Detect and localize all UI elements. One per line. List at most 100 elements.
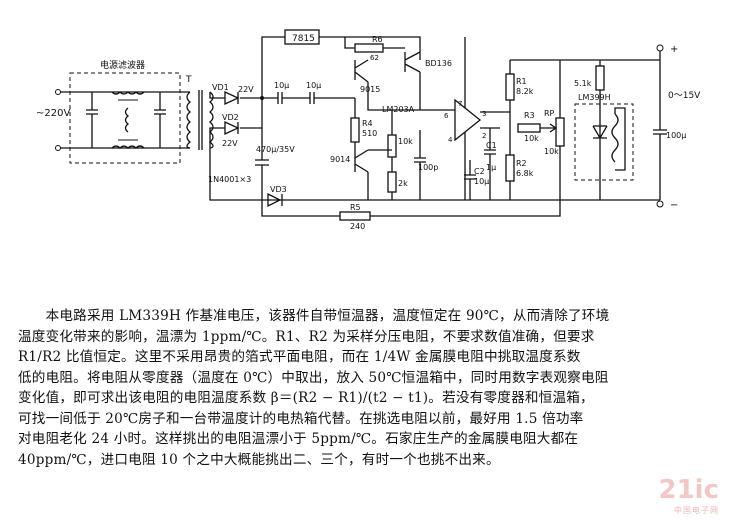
filter-label: 电源滤波器 <box>100 59 145 71</box>
r4-label: R4 <box>362 119 373 128</box>
pin3-label: 3 <box>482 110 486 118</box>
r6-value: 62 <box>370 54 379 62</box>
r2k-resistor <box>387 171 397 193</box>
filter-inductor-top <box>111 91 145 95</box>
watermark-main: 21ic <box>658 475 719 505</box>
c100u-label: 100μ <box>666 131 686 140</box>
q9014-transistor-icon <box>354 149 369 173</box>
r6-label: R6 <box>372 35 383 44</box>
rp-value: 10k <box>544 147 559 156</box>
output-range-label: 0～15V <box>668 91 701 101</box>
minus-label: − <box>670 200 678 211</box>
rp-label: RP <box>544 109 555 118</box>
filter-cap-1 <box>86 92 98 148</box>
q9015-transistor-icon <box>354 59 369 83</box>
filter-box <box>69 72 181 164</box>
r5-value: 240 <box>350 222 365 231</box>
v22a-label: 22V <box>238 85 254 94</box>
reg-label: 7815 <box>292 34 315 44</box>
watermark-sub: 中国电子网 <box>674 506 719 515</box>
c1-label: C1 <box>486 141 497 150</box>
c470-cap-icon <box>255 98 269 200</box>
c10b-label: 10μ <box>306 81 321 90</box>
lm399h-box <box>574 103 634 181</box>
c100p-label: 100p <box>418 163 438 172</box>
r1-value: 8.2k <box>516 87 534 96</box>
rp-potentiometer <box>555 117 565 147</box>
output-minus-terminal <box>656 200 664 208</box>
c100p-cap-icon <box>414 130 426 200</box>
filter-cap-2 <box>154 92 166 148</box>
r5-resistor <box>339 211 371 221</box>
r3-value: 10k <box>524 134 539 143</box>
text-line-6: 可找一间低于 20℃房子和一台带温度计的电热箱代替。在挑选电阻以前，最好用 1.… <box>18 410 584 427</box>
r1-resistor <box>505 73 515 101</box>
mains-terminal-bottom <box>55 145 61 151</box>
vd1-label: VD1 <box>212 83 229 92</box>
transformer-core <box>198 90 203 150</box>
diodes-label: 1N4001×3 <box>208 175 251 184</box>
bd136-label: BD136 <box>425 59 452 68</box>
r51-label: 5.1k <box>574 79 592 88</box>
mains-wires <box>60 91 190 149</box>
filter-core <box>118 99 138 141</box>
r2-label: R2 <box>516 159 527 168</box>
vd3-diode-icon <box>267 192 283 208</box>
transformer-label: T <box>185 75 192 85</box>
opamp-triangle-icon <box>454 98 482 142</box>
circuit-schematic: 电源滤波器 ~220V T VD1 22V VD2 22V 1N4001×3 4… <box>36 29 701 231</box>
vd1-diode-icon <box>224 90 240 106</box>
opamp-wires <box>464 37 510 200</box>
r6-wires <box>344 37 405 49</box>
r1-label: R1 <box>516 77 527 86</box>
q9014-label: 9014 <box>330 155 350 164</box>
rp-wiper-icon <box>540 123 558 133</box>
lm399-label: LM399H <box>578 93 611 102</box>
text-line-1: 本电路采用 LM339H 作基准电压，该器件自带恒温器，温度恒定在 90℃，从而… <box>18 308 610 324</box>
vd1-wire <box>209 92 262 99</box>
vd2-label: VD2 <box>222 113 239 122</box>
vd2-wire <box>209 127 262 150</box>
r2k-label: 2k <box>398 179 408 188</box>
pass-transistor-wires <box>367 72 455 111</box>
r51-resistor <box>595 65 605 91</box>
text-line-3: R1/R2 比值恒定。这里不采用昂贵的箔式平面电阻，而在 1/4W 金属膜电阻中… <box>18 349 581 365</box>
filter-choke-mid <box>124 107 130 133</box>
description-paragraph: 本电路采用 LM339H 作基准电压，该器件自带恒温器，温度恒定在 90℃，从而… <box>18 306 718 470</box>
pin6-label: 6 <box>444 112 449 120</box>
r3-label: R3 <box>524 111 535 120</box>
text-line-7: 对电阻老化 24 小时。这样挑出的电阻温漂小于 5ppm/℃。石家庄生产的金属膜… <box>18 431 579 447</box>
site-watermark: 21ic 中国电子网 <box>658 475 719 516</box>
plus-label: + <box>670 44 678 55</box>
r6-resistor <box>354 43 384 53</box>
text-line-4: 低的电阻。将电阻从零度器（温度在 0℃）中取出，放入 50℃恒温箱中，同时用数字… <box>18 369 609 386</box>
heater-icon <box>611 113 619 163</box>
c2-value: 10μ <box>474 177 489 186</box>
vd2-diode-icon <box>224 120 240 136</box>
text-line-2: 温度变化带来的影响，温漂为 1ppm/℃。R1、R2 为采样分压电阻，不要求数值… <box>18 328 595 345</box>
vd3-label: VD3 <box>270 185 287 194</box>
text-line-5: 变化值，即可求出该电阻的电阻温度系数 β＝(R2 − R1)/(t2 − t1)… <box>18 390 594 406</box>
r5-wires <box>261 200 561 217</box>
v22b-label: 22V <box>222 139 238 148</box>
r10k-resistor <box>387 134 397 158</box>
pin2-label: 2 <box>482 132 486 140</box>
r10k-label: 10k <box>398 137 413 146</box>
c2-cap-icon <box>464 160 476 200</box>
r2-resistor <box>505 154 515 182</box>
r2-value: 6.8k <box>516 169 534 178</box>
opamp-label: LM203A <box>382 105 415 114</box>
transformer-primary <box>186 91 192 149</box>
coupling-caps <box>262 92 355 104</box>
filter-inductor-bottom <box>111 145 145 149</box>
r5-label: R5 <box>350 203 361 212</box>
r3-resistor <box>517 123 541 133</box>
r4-value: 510 <box>362 129 377 138</box>
mains-terminal-top <box>55 89 61 95</box>
pin4-label: 4 <box>448 136 453 144</box>
c1-cap-icon <box>484 128 496 200</box>
text-line-8: 40ppm/℃，进口电阻 10 个之中大概能挑出二、三个，有时一个也挑不出来。 <box>18 451 500 468</box>
lm399-wires <box>599 107 626 200</box>
q9015-label: 9015 <box>360 85 380 94</box>
mains-label: ~220V <box>36 108 70 119</box>
